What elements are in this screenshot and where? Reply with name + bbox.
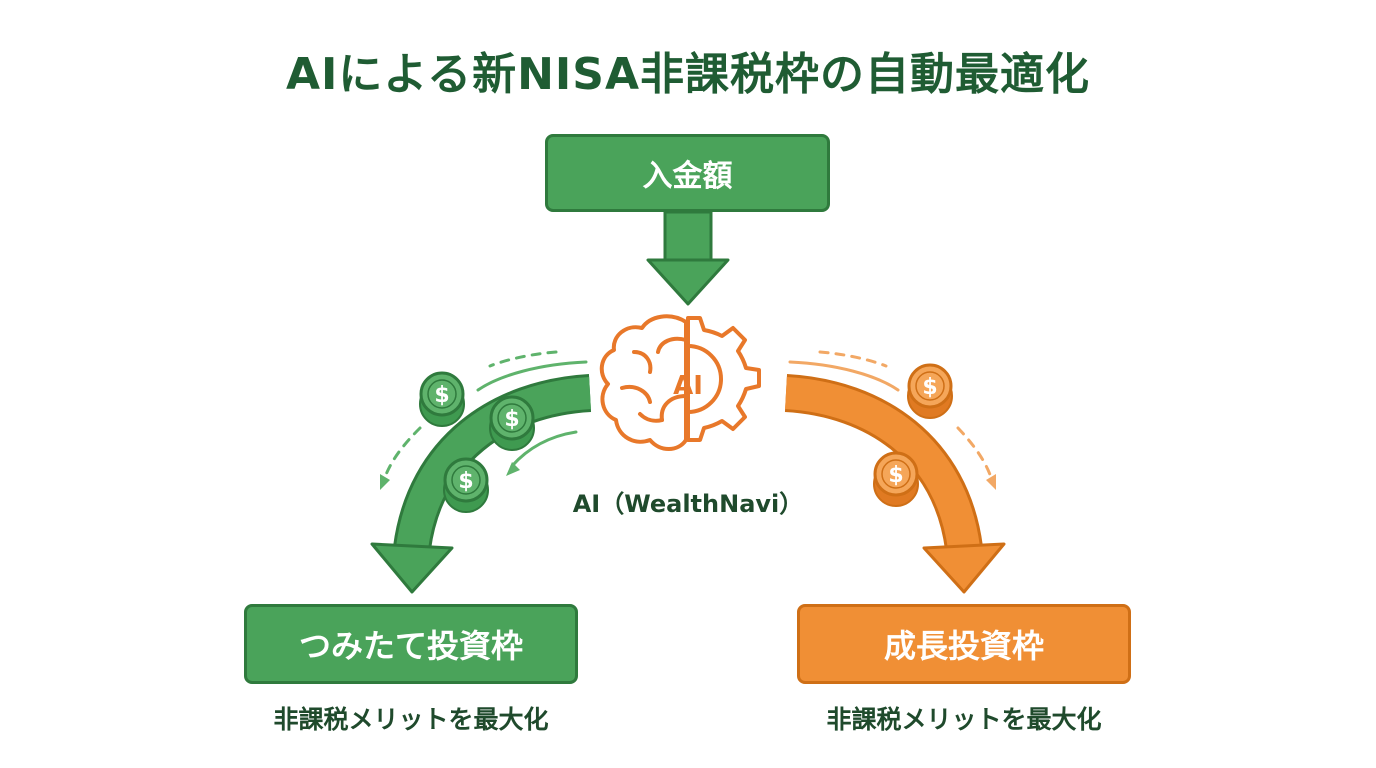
growth-label: 成長投資枠	[883, 627, 1044, 665]
deposit-label: 入金額	[642, 159, 733, 194]
left-curve-arrow	[370, 374, 592, 594]
coin-symbol: $	[458, 469, 473, 494]
coin-symbol: $	[922, 375, 937, 400]
diagram-title: AIによる新NISA非課税枠の自動最適化	[285, 49, 1091, 100]
coin-symbol: $	[888, 463, 903, 488]
dollar-coin-icon: $	[907, 363, 953, 419]
growth-merit: 非課税メリットを最大化	[826, 705, 1102, 734]
dollar-coin-icon: $	[419, 371, 465, 427]
tsumitate-merit: 非課税メリットを最大化	[273, 705, 549, 734]
ai-caption: AI（WealthNavi）	[572, 490, 804, 518]
growth-box: 成長投資枠	[797, 604, 1131, 684]
dollar-coin-icon: $	[489, 395, 535, 451]
ai-icon-label: AI	[673, 371, 703, 401]
tsumitate-label: つみたて投資枠	[298, 627, 523, 665]
tsumitate-box: つみたて投資枠	[244, 604, 578, 684]
dollar-coin-icon: $	[443, 457, 489, 513]
coin-symbol: $	[504, 407, 519, 432]
down-arrow	[646, 210, 730, 306]
left-motion-lines	[380, 350, 588, 490]
right-motion-lines	[788, 350, 996, 490]
brain-gear-icon	[599, 314, 761, 451]
deposit-box: 入金額	[545, 134, 830, 212]
right-curve-arrow	[784, 374, 1006, 594]
coin-symbol: $	[434, 383, 449, 408]
dollar-coin-icon: $	[873, 451, 919, 507]
